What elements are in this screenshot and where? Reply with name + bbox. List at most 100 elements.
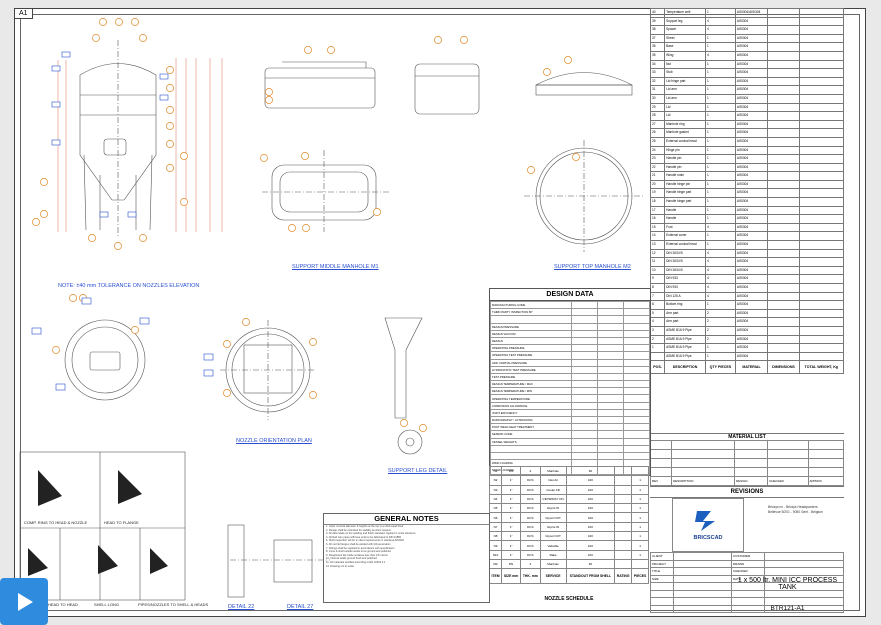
design-value bbox=[597, 415, 624, 425]
design-label: ADD. PARTIAL PRESSURE bbox=[490, 358, 572, 367]
parts-cell bbox=[798, 25, 845, 35]
parts-cell bbox=[767, 76, 800, 87]
parts-cell: 4 bbox=[704, 257, 736, 267]
parts-cell bbox=[798, 76, 845, 87]
parts-cell: ASME B16.9 Pipe bbox=[664, 343, 706, 353]
design-value bbox=[623, 387, 650, 396]
parts-cell bbox=[767, 68, 800, 78]
design-row bbox=[490, 315, 650, 324]
parts-cell: AISI304 bbox=[734, 334, 769, 345]
design-label: VESSEL WEIGHTS bbox=[490, 437, 572, 446]
parts-cell: Manhole ring bbox=[664, 119, 706, 130]
nozzle-cell: 1 bbox=[631, 549, 649, 560]
weld-sections bbox=[28, 470, 168, 576]
parts-cell bbox=[798, 343, 845, 353]
design-value bbox=[597, 344, 624, 353]
parts-cell: Nut bbox=[664, 59, 706, 70]
parts-cell: 37 bbox=[649, 33, 666, 44]
design-value bbox=[623, 394, 650, 403]
parts-cell bbox=[767, 265, 800, 276]
nz-col-size: SIZE mm bbox=[501, 568, 522, 585]
parts-cell: Lid bbox=[664, 111, 706, 121]
parts-cell: ASME B16.9 Pipe bbox=[664, 351, 706, 362]
parts-cell: 20 bbox=[649, 179, 666, 190]
parts-cell bbox=[798, 240, 845, 250]
parts-cell: AISI304 bbox=[734, 248, 769, 259]
support-top-manhole-label: SUPPORT TOP MANHOLE M2 bbox=[554, 264, 631, 270]
col-material: MATERIAL bbox=[734, 360, 769, 375]
design-value bbox=[597, 372, 624, 382]
nozzle-cell: 1 bbox=[631, 484, 649, 495]
nozzle-cell: N6 bbox=[488, 512, 503, 523]
rev-col-rev: REV bbox=[650, 476, 672, 486]
parts-cell bbox=[767, 343, 800, 353]
design-row: ADD. PARTIAL PRESSURE bbox=[490, 358, 650, 367]
parts-cell: AISI304 bbox=[734, 171, 769, 181]
design-row: DESIGN TEMPERATURE / MAX bbox=[490, 380, 650, 389]
nz-col-rating: RATING bbox=[614, 568, 633, 585]
nz-col-thk: THK. mm bbox=[520, 568, 541, 585]
parts-cell bbox=[798, 197, 845, 207]
nozzle-cell: N4 bbox=[488, 493, 503, 505]
design-value bbox=[571, 336, 598, 346]
design-value bbox=[597, 365, 624, 374]
parts-cell: AISI304 bbox=[734, 85, 769, 95]
parts-cell bbox=[798, 325, 845, 336]
parts-cell: 31 bbox=[649, 85, 666, 95]
design-row: DESIGN TEMPERATURE / MIN bbox=[490, 387, 650, 396]
drawing-frame bbox=[20, 14, 860, 611]
parts-cell bbox=[798, 231, 845, 242]
play-button[interactable] bbox=[0, 578, 48, 625]
parts-cell: 25 bbox=[649, 136, 666, 147]
design-label: OPERATING PRESSURE bbox=[490, 344, 572, 353]
design-label bbox=[490, 315, 572, 324]
parts-cell bbox=[798, 188, 845, 199]
parts-cell bbox=[767, 351, 800, 362]
design-row: DESIGN PRESSURE bbox=[490, 322, 650, 331]
design-row: RADIOGRAPHY / ULTRASONIC bbox=[490, 415, 650, 425]
nozzle-cell: Glycol IN bbox=[539, 521, 567, 533]
design-label: DESIGN VACUUM bbox=[490, 329, 572, 338]
support-leg-detail-label: SUPPORT LEG DETAIL bbox=[388, 468, 448, 474]
design-row: OPERATING TEST PRESSURE bbox=[490, 351, 650, 360]
parts-cell: 2 bbox=[704, 334, 736, 345]
parts-cell: 2 bbox=[704, 308, 736, 319]
parts-cell: 27 bbox=[649, 119, 666, 130]
parts-cell: 4 bbox=[704, 16, 736, 27]
parts-cell: Sheet bbox=[664, 33, 706, 44]
parts-cell: 4 bbox=[704, 248, 736, 259]
parts-cell: AISI304 bbox=[734, 283, 769, 293]
address-line-2: Bellevue 5/201 - 9050 Gent - Belgium bbox=[768, 510, 823, 514]
nozzle-orientation-plan-label: NOZZLE ORIENTATION PLAN bbox=[236, 438, 312, 444]
parts-cell: AISI304 bbox=[734, 93, 769, 104]
parts-cell: Bottom ring bbox=[664, 300, 706, 310]
parts-cell: AISI304 bbox=[734, 162, 769, 173]
parts-cell: 1 bbox=[704, 93, 736, 104]
design-label bbox=[490, 444, 572, 453]
nz-col-service: SERVICE bbox=[539, 568, 567, 585]
nozzle-cell: DCS bbox=[520, 512, 541, 523]
weld-label-pipes: PIPES/NOZZLES TO SHELL & HEADS bbox=[138, 602, 209, 607]
nozzle-cell bbox=[614, 512, 633, 523]
field-size: SIZE bbox=[650, 574, 674, 583]
parts-cell: 6 bbox=[649, 300, 666, 310]
design-label: OPERATING TEST PRESSURE bbox=[490, 351, 572, 360]
parts-cell: 1 bbox=[649, 343, 666, 353]
parts-cell: AISI304 bbox=[734, 145, 769, 156]
col-qty: QTY PIECES bbox=[704, 360, 736, 375]
nozzle-cell: 1" bbox=[501, 503, 522, 514]
parts-cell bbox=[767, 59, 800, 70]
parts-cell: 1 bbox=[704, 214, 736, 224]
parts-cell: 26 bbox=[649, 128, 666, 138]
design-row: OPERATING PRESSURE bbox=[490, 344, 650, 353]
parts-cell: 24 bbox=[649, 145, 666, 156]
